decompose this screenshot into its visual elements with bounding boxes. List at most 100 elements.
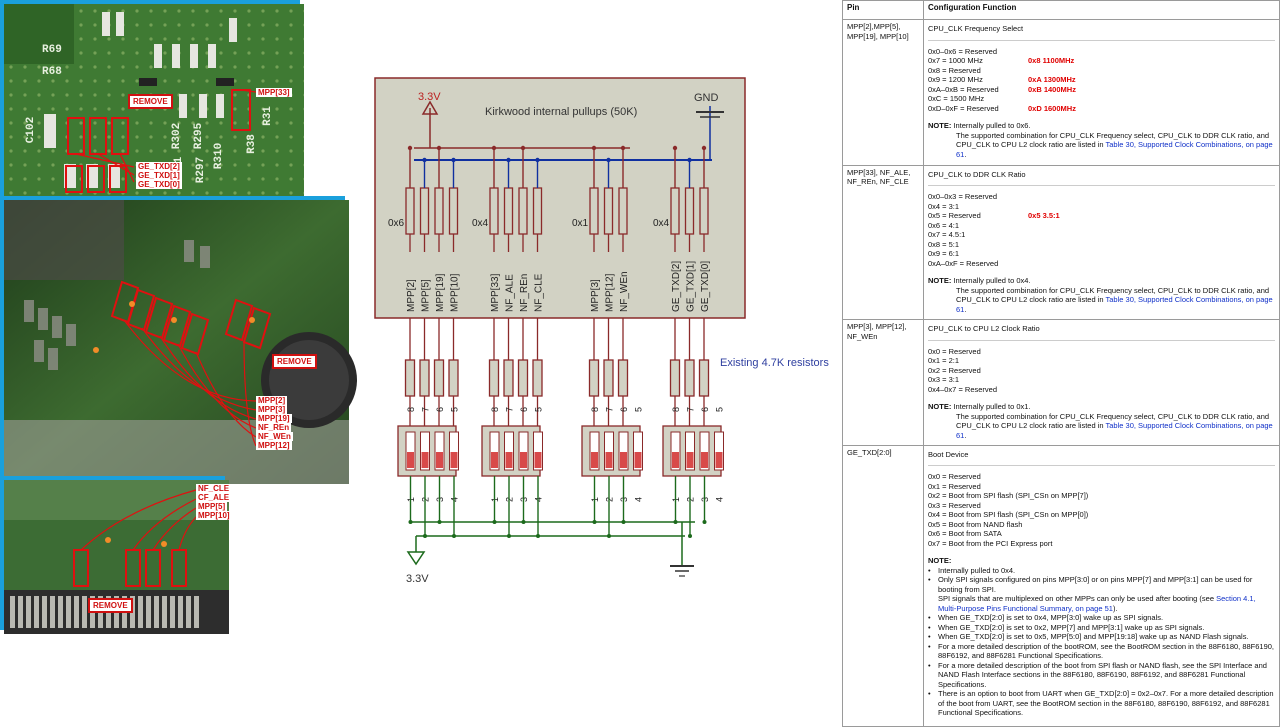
table-row: MPP[2],MPP[5], MPP[19], MPP[10]CPU_CLK F… — [842, 19, 1280, 166]
dip-top-number: 8 — [671, 407, 681, 412]
silk-c102: C102 — [25, 116, 38, 144]
note-bullet: When GE_TXD[2:0] is set to 0x2, MPP[7] a… — [928, 623, 1275, 633]
bus-junction — [672, 145, 678, 151]
label-ge-txd2: GE_TXD[2] — [136, 162, 182, 171]
bus-junction — [591, 145, 597, 151]
pin-name-label: NF_WEn — [619, 271, 630, 312]
dip-lever-on — [634, 452, 642, 468]
bus-junction — [491, 145, 497, 151]
existing-resistors-label: Existing 4.7K resistors — [720, 357, 829, 369]
label-mpp12: MPP[12] — [256, 441, 292, 450]
table-link[interactable]: Table 30, Supported Clock Combinations, … — [956, 295, 1273, 314]
group-value-label: 0x4 — [653, 218, 670, 229]
box-title: Kirkwood internal pullups (50K) — [485, 106, 637, 118]
bus-junction — [620, 145, 626, 151]
table-link[interactable]: Table 30, Supported Clock Combinations, … — [956, 140, 1273, 159]
pin-name-label: NF_CLE — [534, 273, 545, 312]
dip-top-number: 7 — [605, 407, 615, 412]
note-label: NOTE: — [928, 276, 954, 285]
dip-top-number: 6 — [700, 407, 710, 412]
pin-name-label: MPP[5] — [421, 279, 432, 312]
note-body: The supported combination for CPU_CLK Fr… — [956, 285, 1273, 314]
bottom-junction — [688, 534, 692, 538]
gnd-label: GND — [694, 92, 719, 104]
pcb-board-middle — [4, 200, 357, 484]
label-mpp3: MPP[3] — [256, 405, 288, 414]
value-line: 0x7 = 4.5:1 — [928, 230, 966, 239]
value-line: 0x0–0x3 = Reserved — [928, 192, 998, 201]
silk-r310: R310 — [213, 142, 226, 170]
dip-lever — [699, 431, 710, 471]
value-line: 0x7 = Boot from the PCI Express port — [928, 538, 1053, 548]
pin-cell: MPP[2],MPP[5], MPP[19], MPP[10] — [842, 19, 924, 166]
dip-lever-on — [591, 452, 598, 468]
remove-label-top: REMOVE — [128, 94, 173, 109]
dip-lever-on — [715, 452, 723, 468]
pin-cell: MPP[3], MPP[12], NF_WEn — [842, 319, 924, 446]
table-link[interactable]: Table 30, Supported Clock Combinations, … — [956, 421, 1273, 440]
value-line: 0x4 = Boot from SPI flash (SPI_CSn on MP… — [928, 510, 1089, 520]
existing-resistor — [433, 359, 445, 397]
dip-lever — [434, 431, 445, 471]
bus-junction — [701, 145, 707, 151]
remove-label-bottom: REMOVE — [88, 598, 133, 613]
dip-lever-on — [450, 452, 458, 468]
label-ge-txd0: GE_TXD[0] — [136, 180, 182, 189]
pin-name-label: MPP[3] — [590, 279, 601, 312]
dip-top-number: 8 — [490, 407, 500, 412]
dip-lever — [685, 431, 695, 471]
existing-resistor — [488, 359, 500, 397]
note-bullet: For a more detailed description of the b… — [928, 642, 1275, 661]
value-line: 0x0–0x6 = Reserved — [928, 46, 998, 56]
pin-name-label: GE_TXD[2] — [671, 261, 682, 312]
dip-lever — [604, 431, 614, 471]
label-mpp33: MPP[33] — [256, 88, 292, 97]
pcb-photo-middle: REMOVE MPP[2] MPP[3] MPP[19] NF_REn NF_W… — [0, 196, 357, 484]
label-cf-ale: CF_ALE — [196, 493, 232, 502]
bus-junction — [506, 157, 511, 163]
bus-junction — [535, 157, 540, 163]
label-nf-cle: NF_CLE — [196, 484, 232, 493]
dip-top-number: 7 — [421, 407, 431, 412]
value-line: 0xA–0xF = Reserved — [928, 258, 999, 268]
dip-bottom-number: 4 — [634, 497, 644, 502]
value-line: 0x1 = Reserved — [928, 481, 981, 491]
label-mpp10: MPP[10] — [196, 511, 232, 520]
pin-name-label: MPP[33] — [490, 273, 501, 312]
dip-lever — [449, 431, 459, 471]
dip-top-number: 8 — [406, 407, 416, 412]
value-line: 0x2 = Boot from SPI flash (SPI_CSn on MP… — [928, 491, 1089, 501]
dip-lever — [405, 431, 416, 471]
value-line: 0x6 = 4:1 — [928, 220, 960, 230]
dip-bottom-number: 4 — [715, 497, 725, 502]
dip-lever — [633, 431, 643, 471]
bus-junction — [451, 157, 456, 163]
dip-lever-on — [534, 452, 542, 468]
frequency-annotation: 0x8 1100MHz — [1028, 56, 1075, 66]
dip-lever — [714, 431, 724, 471]
bus-junction — [407, 145, 413, 151]
pin-name-label: MPP[10] — [450, 273, 461, 312]
existing-resistor — [669, 359, 681, 397]
pcb-photo-top: R69 R68 C102 R302 R295 R310 R301 R297 R3… — [0, 0, 304, 202]
frequency-annotation: 0xA 1300MHz — [1028, 75, 1076, 85]
section-link[interactable]: Section 4.1, Multi-Purpose Pins Function… — [938, 594, 1256, 613]
existing-resistor — [617, 359, 629, 397]
dip-lever — [670, 431, 681, 471]
silk-r38: R38 — [245, 134, 258, 154]
dip-lever-on — [436, 452, 443, 468]
label-nf-wen: NF_WEn — [256, 432, 293, 441]
dip-lever — [489, 431, 500, 471]
note-label: NOTE: — [928, 402, 954, 412]
silk-r297: R297 — [195, 156, 208, 184]
label-ge-txd1: GE_TXD[1] — [136, 171, 182, 180]
bus-junction — [422, 157, 427, 163]
